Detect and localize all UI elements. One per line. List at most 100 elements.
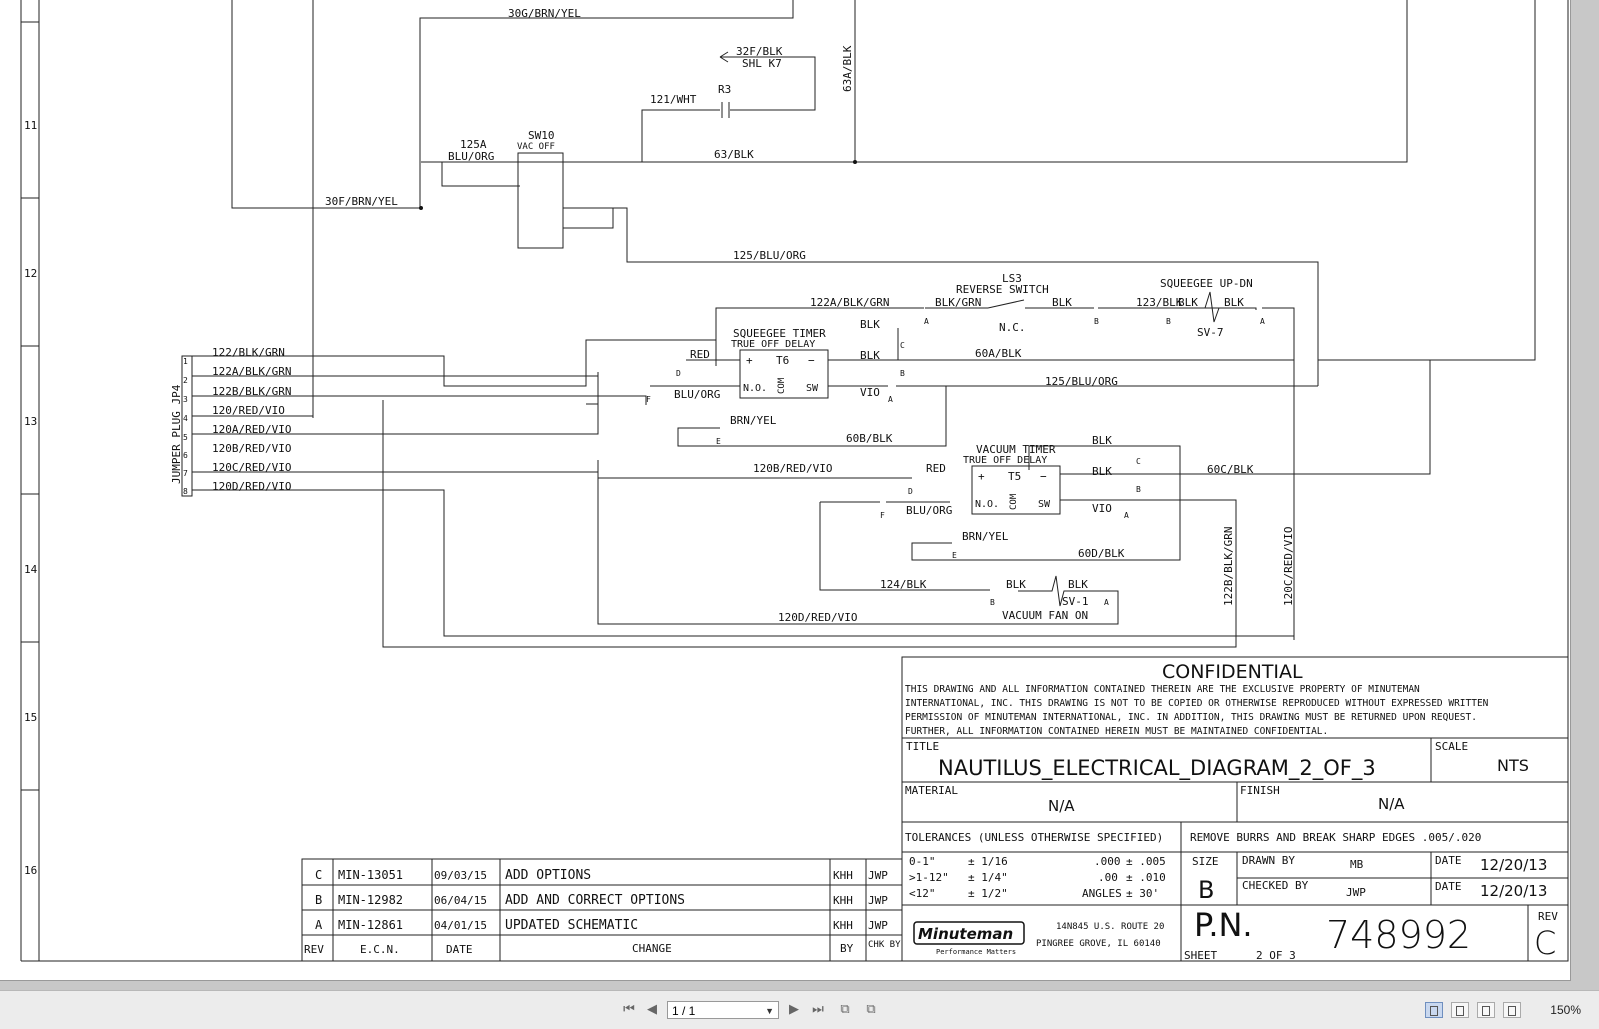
revision-block [301, 858, 903, 962]
reverse-switch-label: REVERSE SWITCH [956, 283, 1049, 296]
single-page-icon[interactable] [1425, 1002, 1443, 1018]
brn-yel-label-2: BRN/YEL [962, 530, 1009, 543]
t6-timer-box [739, 349, 829, 399]
part-number: 748992 [1326, 913, 1471, 957]
upper-wiring [231, 0, 1536, 418]
viewer-toolbar: ⏮ ◀ ▶ ⏭ ⧉ ⧉ [0, 990, 1599, 1029]
sw10-wire [563, 207, 614, 229]
row-marker-15: 15 [24, 711, 37, 724]
svg-text:4: 4 [183, 414, 188, 423]
squeegee-timer-label: SQUEEGEE TIMER [733, 327, 826, 340]
t5-com-label: COM [1009, 493, 1019, 510]
last-page-icon[interactable]: ⏭ [812, 1002, 824, 1017]
revision-row-a-ecn: MIN-12861 [338, 918, 403, 932]
document-viewport[interactable]: 11 12 13 14 15 16 30G/BRN/YEL 32 [0, 0, 1599, 990]
revision-row-b-by: KHH [833, 894, 853, 907]
svg-text:A: A [1104, 598, 1109, 607]
row-marker-14: 14 [24, 563, 38, 576]
wire-125-label: 125/BLU/ORG [733, 249, 806, 262]
vacuum-timer-sub-label: TRUE OFF DELAY [963, 455, 1047, 466]
row-zone-ticks [21, 21, 39, 791]
blk-label-a: BLK [1052, 296, 1072, 309]
drawing-page: 11 12 13 14 15 16 30G/BRN/YEL 32 [0, 0, 1571, 981]
prev-page-icon[interactable]: ◀ [647, 1002, 657, 1017]
jp4-wire-122b: 122B/BLK/GRN [212, 385, 291, 398]
checked-date-label: DATE [1435, 880, 1462, 893]
squeegee-timer-sub-label: TRUE OFF DELAY [731, 339, 815, 350]
revision-row-b-date: 06/04/15 [434, 894, 487, 907]
page-number-select[interactable]: 1 / 1 ▼ [667, 1001, 779, 1019]
blk-label-d: BLK [860, 318, 880, 331]
revision-row-b-ecn: MIN-12982 [338, 893, 403, 907]
wire-63-label: 63/BLK [714, 148, 754, 161]
part-number-label: P.N. [1194, 906, 1253, 944]
sw10-label: SW10 [528, 129, 555, 142]
wire-60b-label: 60B/BLK [846, 432, 893, 445]
plug-markers-squeegee: D F E A B C A B B A [646, 317, 1265, 446]
vacuum-timer-label: VACUUM TIMER [976, 443, 1056, 456]
jp4-wire-120c: 120C/RED/VIO [212, 461, 291, 474]
junction-dot [419, 206, 423, 210]
tol-frac-1: ± 1/16 [968, 855, 1008, 868]
tolerances-label: TOLERANCES (UNLESS OTHERWISE SPECIFIED) [905, 831, 1163, 844]
scale-value: NTS [1497, 756, 1529, 775]
facing-page-icon[interactable] [1477, 1002, 1495, 1018]
finish-label: FINISH [1240, 784, 1280, 797]
size-value: B [1198, 876, 1214, 904]
revision-row-c-change: ADD OPTIONS [505, 868, 591, 883]
blk-label-h: BLK [1006, 578, 1026, 591]
drawn-date: 12/20/13 [1480, 856, 1547, 874]
svg-text:A: A [1260, 317, 1265, 326]
t6-plus-symbol: + [746, 354, 753, 367]
wire-125a-color-label: BLU/ORG [448, 150, 494, 163]
continuous-facing-icon[interactable] [1503, 1002, 1521, 1018]
drawn-by-value: MB [1350, 858, 1364, 871]
svg-text:D: D [676, 369, 681, 378]
material-label: MATERIAL [905, 784, 958, 797]
blu-org-label-1: BLU/ORG [674, 388, 720, 401]
wire-32f-label: 32F/BLK [736, 45, 783, 58]
revision-header-by: BY [840, 942, 854, 955]
svg-text:7: 7 [183, 469, 188, 478]
title-block-frame [901, 656, 1569, 962]
revision-header-change: CHANGE [632, 942, 672, 955]
shl-k7-label: SHL K7 [742, 57, 782, 70]
t6-sw-label: SW [806, 383, 819, 394]
revision-header-chk: CHK BY [868, 940, 901, 950]
next-page-icon[interactable]: ▶ [789, 1002, 799, 1017]
svg-text:B: B [1136, 485, 1141, 494]
address-line-1: 14N845 U.S. ROUTE 20 [1056, 922, 1164, 932]
svg-text:Performance Matters: Performance Matters [936, 948, 1016, 956]
fit-width-icon[interactable]: ⧉ [866, 1002, 876, 1017]
t5-timer-box [971, 465, 1061, 515]
revision-row-c-rev: C [315, 868, 322, 882]
svg-text:A: A [888, 395, 893, 404]
sw10-sub-label: VAC OFF [517, 142, 555, 152]
revision-row-b-change: ADD AND CORRECT OPTIONS [505, 893, 685, 908]
tol-dec-label-1: .000 [1094, 855, 1121, 868]
jp4-wire-120d: 120D/RED/VIO [212, 480, 291, 493]
tol-frac-2: ± 1/4" [968, 871, 1008, 884]
wire-123-label: 123/BLK [1136, 296, 1183, 309]
wire-122b-vertical-label: 122B/BLK/GRN [1222, 527, 1235, 606]
svg-text:2: 2 [183, 376, 188, 385]
t6-no-label: N.O. [743, 383, 767, 394]
tol-frac-3: ± 1/2" [968, 887, 1008, 900]
squeegee-wiring [192, 307, 1318, 648]
blk-label-g: BLK [1092, 465, 1112, 478]
tol-dec-3: ± 30' [1126, 887, 1159, 900]
zoom-level[interactable]: 150% [1550, 1003, 1581, 1017]
rev-value: C [1534, 924, 1556, 962]
svg-text:B: B [990, 598, 995, 607]
continuous-page-icon[interactable] [1451, 1002, 1469, 1018]
svg-text:B: B [1166, 317, 1171, 326]
r3-label: R3 [718, 83, 731, 96]
red-label-2: RED [926, 462, 946, 475]
first-page-icon[interactable]: ⏮ [623, 1002, 635, 1017]
sv1-label: SV-1 [1062, 595, 1089, 608]
svg-text:B: B [1094, 317, 1099, 326]
tol-dec-2: ± .010 [1126, 871, 1166, 884]
svg-text:F: F [646, 395, 651, 404]
fit-page-icon[interactable]: ⧉ [840, 1002, 850, 1017]
wire-30g-label: 30G/BRN/YEL [508, 7, 581, 20]
